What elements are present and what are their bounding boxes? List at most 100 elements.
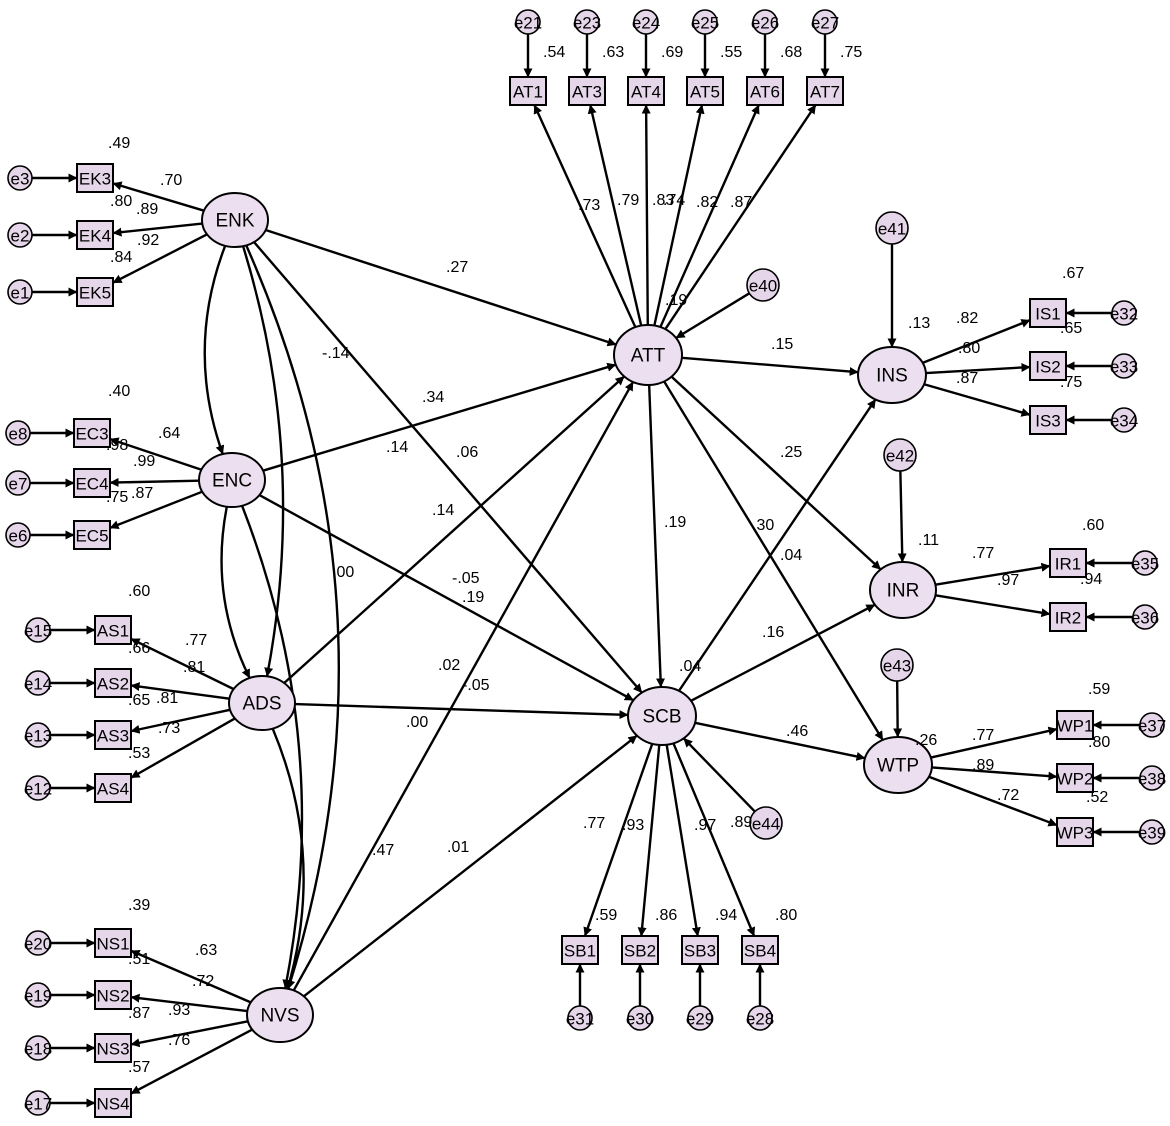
loading-arrow-att-at7 xyxy=(664,104,817,330)
loading-arrow-ads-as3 xyxy=(130,708,231,734)
path-label-enk-scb: .06 xyxy=(456,444,478,461)
r2-label-wp2: .80 xyxy=(1088,734,1110,751)
loading-label-ns4: .76 xyxy=(168,1032,190,1049)
error-e25 xyxy=(692,9,718,35)
latent-label-enk: ENK xyxy=(215,211,254,232)
error-e15 xyxy=(25,617,51,643)
loading-label-wp3: .72 xyxy=(997,787,1019,804)
loading-label-sb4: .89 xyxy=(730,814,752,831)
error-label-e17: e17 xyxy=(24,1095,52,1114)
nodes-layer: ENKENCADSNVSATTSCBINSINRWTPEK3EK4EK5EC3E… xyxy=(5,9,1166,1118)
smc-label-scb: .04 xyxy=(679,658,701,675)
indicator-sb2 xyxy=(621,935,659,965)
r2-label-is1: .67 xyxy=(1062,265,1084,282)
path-label-ads-scb: .00 xyxy=(406,714,428,731)
indicator-label-as3: AS3 xyxy=(97,727,129,746)
indicator-label-sb3: SB3 xyxy=(684,942,716,961)
loading-label-ec3: .64 xyxy=(158,425,180,442)
loading-label-is1: .82 xyxy=(956,310,978,327)
indicator-label-wp3: WP3 xyxy=(1057,824,1094,843)
latent-wtp xyxy=(863,736,933,794)
latent-ads xyxy=(228,675,296,731)
loading-label-sb3: .97 xyxy=(694,817,716,834)
error-e17 xyxy=(25,1090,51,1116)
indicator-label-at3: AT3 xyxy=(572,83,602,102)
indicator-label-is3: IS3 xyxy=(1035,412,1061,431)
indicator-ek4 xyxy=(76,220,114,250)
covariance-label-enk-ads: .14 xyxy=(386,439,408,456)
error-e7 xyxy=(5,470,31,496)
loading-label-ek3: .70 xyxy=(160,172,182,189)
error-e14 xyxy=(25,670,51,696)
indicator-wp3 xyxy=(1056,817,1094,847)
error-e43 xyxy=(880,648,914,682)
r2-label-ns2: .51 xyxy=(128,951,150,968)
path-arrow-ads-scb xyxy=(294,702,629,720)
indicator-ns2 xyxy=(94,980,132,1010)
r2-label-as4: .53 xyxy=(128,745,150,762)
smc-label-inr: .11 xyxy=(918,532,939,549)
error-e42 xyxy=(883,438,917,472)
error-label-e34: e34 xyxy=(1110,412,1138,431)
indicator-label-at6: AT6 xyxy=(750,83,780,102)
error-e12 xyxy=(25,775,51,801)
covariance-enc-ads xyxy=(220,497,251,679)
error-label-e42: e42 xyxy=(886,447,914,466)
indicator-label-sb1: SB1 xyxy=(564,942,596,961)
loading-arrow-wtp-wp3 xyxy=(928,775,1058,827)
loading-label-at4: .83 xyxy=(652,192,674,209)
indicator-label-at5: AT5 xyxy=(690,83,720,102)
error-e19 xyxy=(25,982,51,1008)
loading-arrow-ins-is2 xyxy=(925,363,1031,375)
error-e28 xyxy=(747,1005,773,1031)
error-e26 xyxy=(752,9,778,35)
loading-arrow-att-at5 xyxy=(653,104,705,326)
error-label-e1: e1 xyxy=(11,284,30,303)
loading-arrow-att-at3 xyxy=(587,104,643,326)
loading-label-ns2: .72 xyxy=(192,973,214,990)
loading-arrow-scb-sb4 xyxy=(672,742,756,937)
loading-label-ns3: .93 xyxy=(168,1002,190,1019)
error-label-e40: e40 xyxy=(749,277,777,296)
loading-label-ec5: .87 xyxy=(131,485,153,502)
covariance-label-ads-nvs: .47 xyxy=(372,842,394,859)
loading-label-sb2: .93 xyxy=(622,817,644,834)
indicator-label-at1: AT1 xyxy=(513,83,543,102)
indicator-label-wp1: WP1 xyxy=(1057,717,1094,736)
loading-label-as1: .77 xyxy=(185,632,207,649)
latent-label-enc: ENC xyxy=(212,471,252,492)
indicator-wp2 xyxy=(1056,763,1094,793)
error-label-e20: e20 xyxy=(24,935,52,954)
latent-scb xyxy=(627,686,697,746)
path-label-scb-ins: .04 xyxy=(780,547,802,564)
loading-arrow-nvs-ns4 xyxy=(130,1028,253,1095)
error-label-e37: e37 xyxy=(1138,717,1166,736)
covariance-enk-enc xyxy=(203,236,233,455)
latent-label-inr: INR xyxy=(887,581,920,602)
indicator-sb1 xyxy=(561,935,599,965)
indicator-label-ec4: EC4 xyxy=(75,475,108,494)
latent-nvs xyxy=(246,987,314,1043)
error-label-e39: e39 xyxy=(1138,824,1166,843)
loading-arrow-ads-as1 xyxy=(130,637,235,691)
error-e29 xyxy=(687,1005,713,1031)
path-arrow-enc-att xyxy=(262,362,617,472)
r2-label-at6: .68 xyxy=(780,44,802,61)
error-label-e3: e3 xyxy=(11,170,30,189)
latent-label-nvs: NVS xyxy=(260,1006,299,1027)
indicator-label-is2: IS2 xyxy=(1035,358,1061,377)
error-label-e2: e2 xyxy=(11,227,30,246)
indicator-at1 xyxy=(509,76,547,106)
r2-label-ns4: .57 xyxy=(128,1059,150,1076)
latent-inr xyxy=(869,561,937,619)
loading-arrow-att-at1 xyxy=(533,104,637,328)
loading-label-ek5: .92 xyxy=(137,232,159,249)
indicator-at4 xyxy=(627,76,665,106)
indicator-is1 xyxy=(1029,298,1067,328)
loading-label-ns1: .63 xyxy=(195,942,217,959)
indicator-label-ns4: NS4 xyxy=(96,1095,129,1114)
indicator-at3 xyxy=(568,76,606,106)
indicator-ek5 xyxy=(76,277,114,307)
indicator-at7 xyxy=(806,76,844,106)
